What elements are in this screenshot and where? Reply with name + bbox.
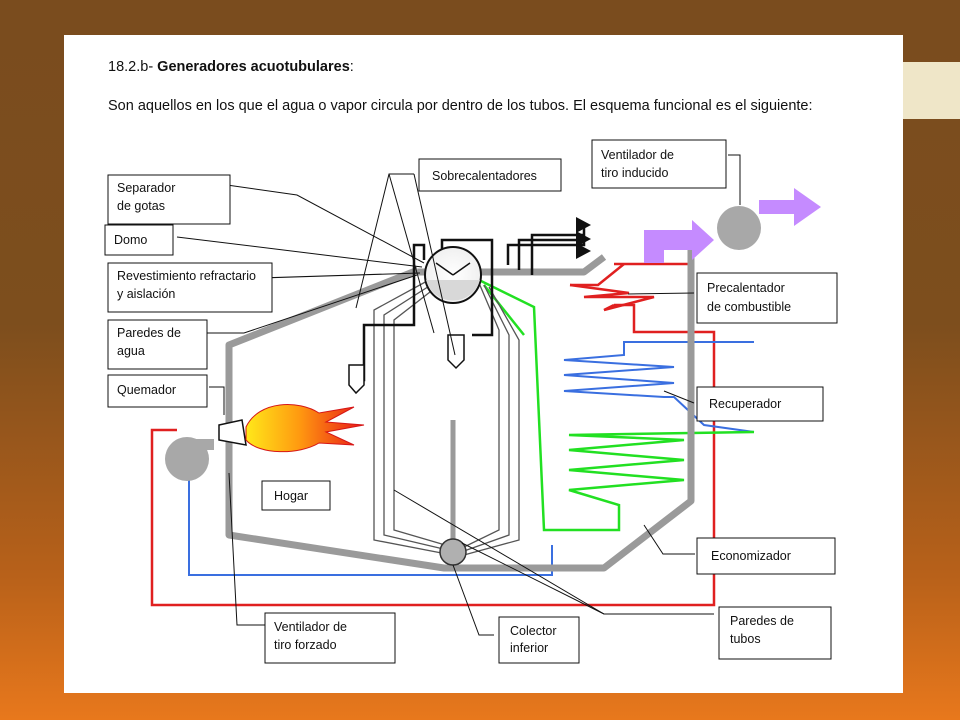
flue-gas-arrow-out xyxy=(759,188,821,226)
blue-recuperator-circuit xyxy=(188,341,755,576)
label-paredes-agua-line-2: agua xyxy=(117,344,145,358)
label-revestimiento-box: Revestimiento refractario y aislación xyxy=(107,262,273,313)
label-recuperador-box: Recuperador xyxy=(696,386,824,422)
label-sobrecalentadores-box: Sobrecalentadores xyxy=(418,158,562,192)
label-paredes-tubos-box: Paredes de tubos xyxy=(718,606,832,660)
forced-draft-fan-outlet xyxy=(194,439,214,450)
tube-bundle xyxy=(373,279,520,556)
induced-draft-fan xyxy=(717,206,761,250)
label-hogar-line-1: Hogar xyxy=(274,489,308,503)
steam-outlet-arrow-3 xyxy=(576,243,591,259)
label-ventilador-forzado-line-2: tiro forzado xyxy=(274,638,337,652)
section-heading: 18.2.b- Generadores acuotubulares: xyxy=(108,59,354,75)
label-separador-line-1: Separador xyxy=(117,181,175,195)
label-paredes-agua-box: Paredes de agua xyxy=(107,319,208,370)
label-revestimiento-line-1: Revestimiento refractario xyxy=(117,269,256,283)
flue-gas-arrow-in xyxy=(644,220,714,263)
label-sobrecalentadores-line-1: Sobrecalentadores xyxy=(432,169,537,183)
label-ventilador-forzado-box: Ventilador de tiro forzado xyxy=(264,612,396,664)
label-precalentador-box: Precalentador de combustible xyxy=(696,272,838,324)
label-separador-line-2: de gotas xyxy=(117,199,165,213)
label-quemador-line-1: Quemador xyxy=(117,383,176,397)
label-economizador-box: Economizador xyxy=(696,537,836,575)
steam-outlet-arrow-1 xyxy=(576,217,591,233)
heading-prefix: 18.2.b- xyxy=(108,59,158,75)
label-economizador-line-1: Economizador xyxy=(711,549,791,563)
label-colector-line-2: inferior xyxy=(510,641,548,655)
burner-nozzle xyxy=(218,419,247,446)
label-domo-box: Domo xyxy=(104,224,174,256)
label-paredes-tubos-line-2: tubos xyxy=(730,632,761,646)
label-separador-box: Separador de gotas xyxy=(107,174,231,225)
label-precalentador-line-1: Precalentador xyxy=(707,281,785,295)
label-paredes-agua-line-1: Paredes de xyxy=(117,326,181,340)
label-ventilador-forzado-line-1: Ventilador de xyxy=(274,620,347,634)
heading-bold: Generadores acuotubulares xyxy=(157,59,350,75)
leader-lines xyxy=(176,154,741,636)
burner-flame xyxy=(245,404,365,453)
document-page: 18.2.b- Generadores acuotubulares: Son a… xyxy=(64,35,903,693)
boiler-diagram: Separador de gotas Domo Revestimiento re… xyxy=(104,139,838,664)
intro-paragraph: Son aquellos en los que el agua o vapor … xyxy=(108,98,813,114)
superheater-outlet-left xyxy=(348,364,365,395)
heading-suffix: : xyxy=(349,59,354,75)
label-quemador-box: Quemador xyxy=(107,374,208,408)
slide-accent-block xyxy=(903,62,960,119)
label-ventilador-inducido-line-1: Ventilador de xyxy=(601,148,674,162)
label-recuperador-line-1: Recuperador xyxy=(709,397,781,411)
label-colector-box: Colector inferior xyxy=(498,616,580,664)
steam-outlet-arrow-2 xyxy=(576,231,591,247)
label-paredes-tubos-line-1: Paredes de xyxy=(730,614,794,628)
label-ventilador-inducido-box: Ventilador de tiro inducido xyxy=(591,139,727,189)
green-economizer-circuit xyxy=(478,278,755,532)
label-revestimiento-line-2: y aislación xyxy=(117,287,175,301)
label-ventilador-inducido-line-2: tiro inducido xyxy=(601,166,668,180)
superheater-outlet-center xyxy=(447,334,465,370)
steam-drum xyxy=(424,246,482,304)
label-hogar-box: Hogar xyxy=(261,480,331,511)
label-colector-line-1: Colector xyxy=(510,624,557,638)
label-domo-line-1: Domo xyxy=(114,233,147,247)
label-precalentador-line-2: de combustible xyxy=(707,300,791,314)
